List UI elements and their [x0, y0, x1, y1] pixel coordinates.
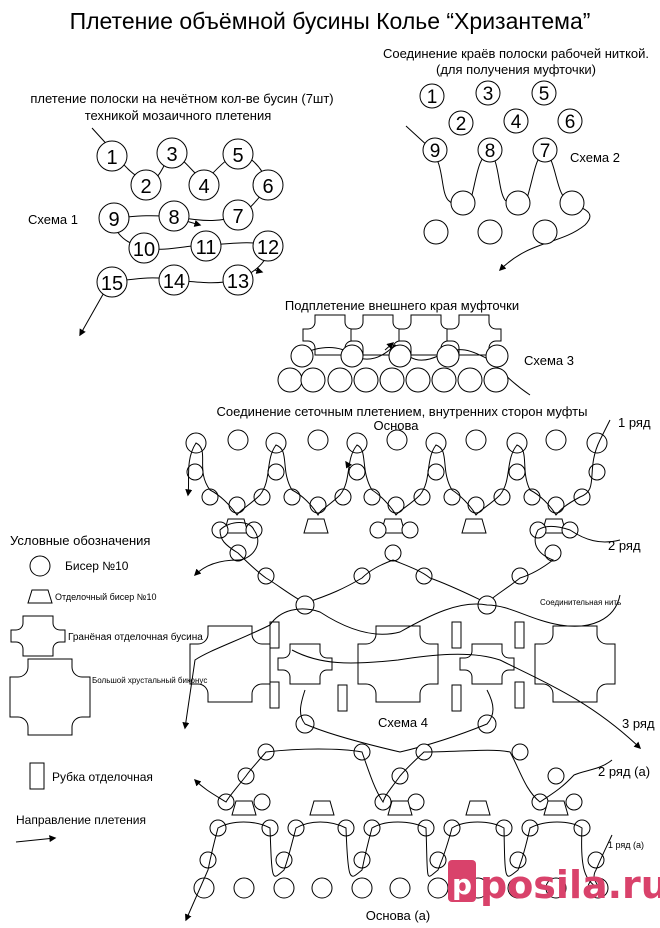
bead-number: 7 [232, 206, 243, 228]
scheme-1: плетение полоски на нечётном кол-ве буси… [28, 91, 334, 337]
bead-number: 4 [198, 176, 209, 198]
scheme-3: Подплетение внешнего края муфточки Схема… [277, 298, 574, 396]
legend-bicone: Большой хрустальный биконус [92, 676, 207, 685]
scheme1-caption-line1: плетение полоски на нечётном кол-ве буси… [30, 91, 333, 106]
legend: Условные обозначения Бисер №10 Отделочны… [9, 533, 207, 843]
bead-number: 3 [483, 84, 494, 105]
legend-seed-bead: Бисер №10 [65, 559, 129, 573]
scheme3-beads [277, 344, 509, 393]
row-2-beads [211, 518, 579, 585]
row-2-label: 2 ряд [608, 538, 641, 553]
watermark-logo: p posila.ru [448, 860, 660, 907]
bead-number: 5 [232, 145, 243, 167]
row-1-label: 1 ряд [618, 415, 651, 430]
scheme4-base-top: Основа [373, 418, 419, 433]
bead-number: 12 [257, 237, 279, 259]
scheme2-caption-line1: Соединение краёв полоски рабочей ниткой. [383, 46, 649, 61]
finishing-bead-symbol [27, 589, 53, 604]
connecting-thread-label: Соединительная нить [540, 598, 621, 607]
row-1a-label: 1 ряд (а) [608, 840, 644, 850]
bugle-symbol [29, 762, 45, 790]
scheme4-caption: Соединение сеточным плетением, внутренни… [217, 404, 588, 419]
bead-number: 7 [540, 141, 551, 162]
bead-number: 9 [430, 141, 441, 162]
bead-number: 13 [227, 271, 249, 293]
bead-number: 6 [565, 112, 576, 133]
bead-number: 1 [106, 147, 117, 169]
row-2a-beads [217, 743, 583, 816]
watermark-text: posila.ru [480, 863, 660, 907]
bead-number: 2 [456, 114, 467, 135]
scheme1-caption-line2: техникой мозаичного плетения [85, 108, 272, 123]
scheme3-caption: Подплетение внешнего края муфточки [285, 298, 519, 313]
row-3-label: 3 ряд [622, 716, 655, 731]
bead-number: 4 [511, 112, 522, 133]
bead-number: 5 [539, 84, 550, 105]
scheme1-beads: 1 2 3 4 5 6 7 8 9 10 11 12 13 14 15 [96, 137, 284, 298]
base-row-bottom [193, 877, 609, 899]
bead-number: 9 [108, 209, 119, 231]
legend-title: Условные обозначения [10, 533, 150, 548]
bead-number: 8 [168, 207, 179, 229]
seed-bead-symbol [29, 555, 51, 577]
row-3-beads [189, 595, 616, 734]
bead-number: 11 [196, 237, 217, 259]
bead-number: 8 [485, 141, 496, 162]
direction-arrow-icon [15, 835, 57, 843]
legend-finishing-bead: Отделочный бисер №10 [55, 592, 156, 602]
base-row-top [185, 429, 608, 454]
bead-number: 10 [133, 239, 155, 261]
bead-number: 2 [140, 176, 151, 198]
bead-number: 14 [163, 271, 185, 293]
page-title: Плетение объёмной бусины Колье “Хризанте… [70, 8, 591, 34]
bead-number: 15 [101, 273, 123, 295]
row-1-beads [186, 463, 606, 514]
scheme2-beads: 1 3 5 2 4 6 9 8 7 [419, 80, 585, 245]
bead-number: 3 [166, 144, 177, 166]
scheme1-label: Схема 1 [28, 212, 78, 227]
legend-faceted-bead: Гранёная отделочная бусина [68, 631, 203, 643]
bead-number: 1 [427, 87, 438, 108]
scheme4-base-bottom: Основа (а) [366, 908, 431, 923]
svg-text:p: p [452, 868, 472, 901]
legend-direction: Направление плетения [16, 813, 146, 827]
scheme2-label: Схема 2 [570, 150, 620, 165]
bicone-symbol [9, 658, 91, 736]
legend-bugle: Рубка отделочная [52, 770, 153, 784]
scheme2-caption-line2: (для получения муфточки) [436, 62, 596, 77]
scheme3-label: Схема 3 [524, 353, 574, 368]
row-2a-label: 2 ряд (а) [598, 764, 650, 779]
row-1a-beads [199, 819, 605, 869]
faceted-bead-symbol [10, 615, 66, 657]
scheme-4: Соединение сеточным плетением, внутренни… [182, 404, 655, 923]
scheme-2: Соединение краёв полоски рабочей ниткой.… [383, 46, 649, 271]
scheme4-label: Схема 4 [378, 715, 428, 730]
bead-number: 6 [262, 176, 273, 198]
